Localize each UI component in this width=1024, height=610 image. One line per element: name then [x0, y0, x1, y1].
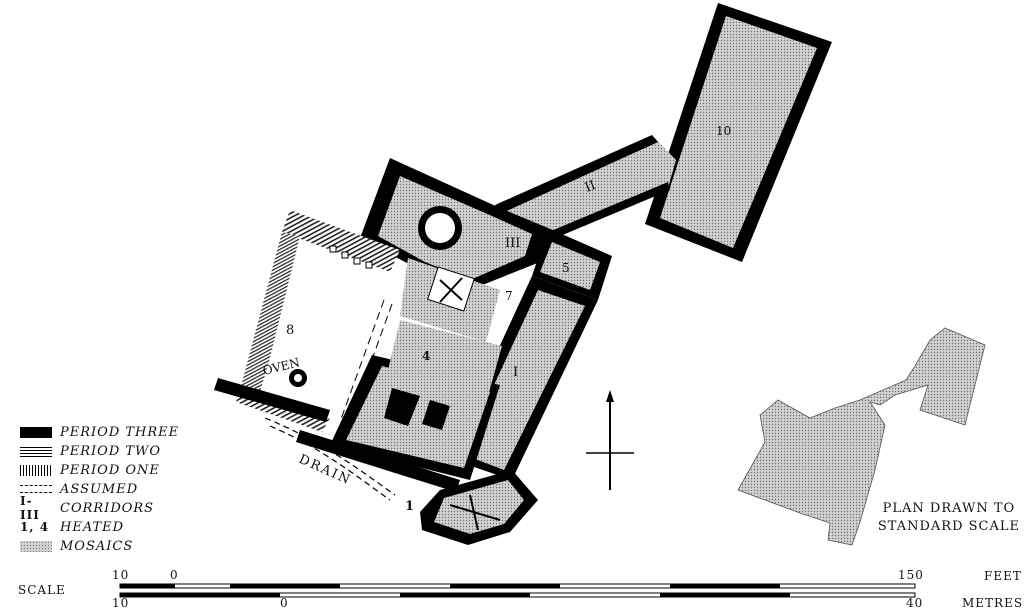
legend-period-two: PERIOD TWO	[20, 442, 161, 460]
period-two-swatch	[20, 445, 52, 457]
metres-left-label: 10	[112, 596, 130, 610]
legend-label: PERIOD THREE	[60, 424, 180, 440]
corridors-symbol: I-III	[20, 494, 40, 522]
legend-heated: 1, 4 HEATED	[20, 518, 124, 536]
metres-right-label: 40	[906, 596, 924, 610]
room-10	[645, 3, 832, 262]
room-4-label: 4	[422, 349, 430, 363]
legend-label: MOSAICS	[60, 538, 134, 554]
metres-zero-label: 0	[280, 596, 289, 610]
main-block	[214, 158, 612, 545]
legend-period-one: PERIOD ONE	[20, 461, 160, 479]
period-three-swatch	[20, 426, 52, 438]
note-line-2: STANDARD SCALE	[877, 519, 1020, 534]
legend-corridors: I-III CORRIDORS	[20, 494, 155, 522]
legend-label: PERIOD TWO	[60, 443, 162, 459]
note-line-1: PLAN DRAWN TO	[882, 501, 1016, 516]
room-5-label: 5	[562, 261, 570, 275]
drain-label: DRAIN	[296, 452, 353, 489]
feet-right-label: 150	[898, 568, 924, 582]
legend-label: CORRIDORS	[60, 500, 155, 516]
north-arrow-icon	[586, 390, 634, 490]
legend-label: HEATED	[60, 519, 125, 535]
mosaics-swatch	[20, 540, 52, 552]
standard-scale-plan	[737, 327, 986, 546]
drain	[264, 417, 396, 501]
assumed-swatch	[20, 485, 52, 493]
corridor-3-label: III	[505, 236, 520, 251]
period-one-swatch	[20, 464, 52, 476]
room-7-label: 7	[505, 289, 513, 303]
legend-assumed: ASSUMED	[20, 480, 138, 498]
feet-left-label: 10	[112, 568, 130, 582]
legend-mosaics: MOSAICS	[20, 537, 133, 555]
metres-unit-label: METRES	[962, 596, 1024, 610]
legend-label: ASSUMED	[60, 481, 139, 497]
legend-label: PERIOD ONE	[60, 462, 160, 478]
heated-symbol: 1, 4	[20, 520, 50, 534]
room-8-label: 8	[286, 323, 294, 338]
corridor-1-label: I	[513, 365, 518, 380]
legend-period-three: PERIOD THREE	[20, 423, 179, 441]
scale-note: PLAN DRAWN TO STANDARD SCALE	[878, 500, 1020, 536]
feet-unit-label: FEET	[984, 569, 1022, 583]
feet-zero-label: 0	[170, 568, 179, 582]
scale-bars	[119, 583, 916, 598]
room-1-label: 1	[405, 499, 414, 514]
room-10-label: 10	[716, 124, 731, 138]
scale-label: SCALE	[18, 583, 66, 597]
